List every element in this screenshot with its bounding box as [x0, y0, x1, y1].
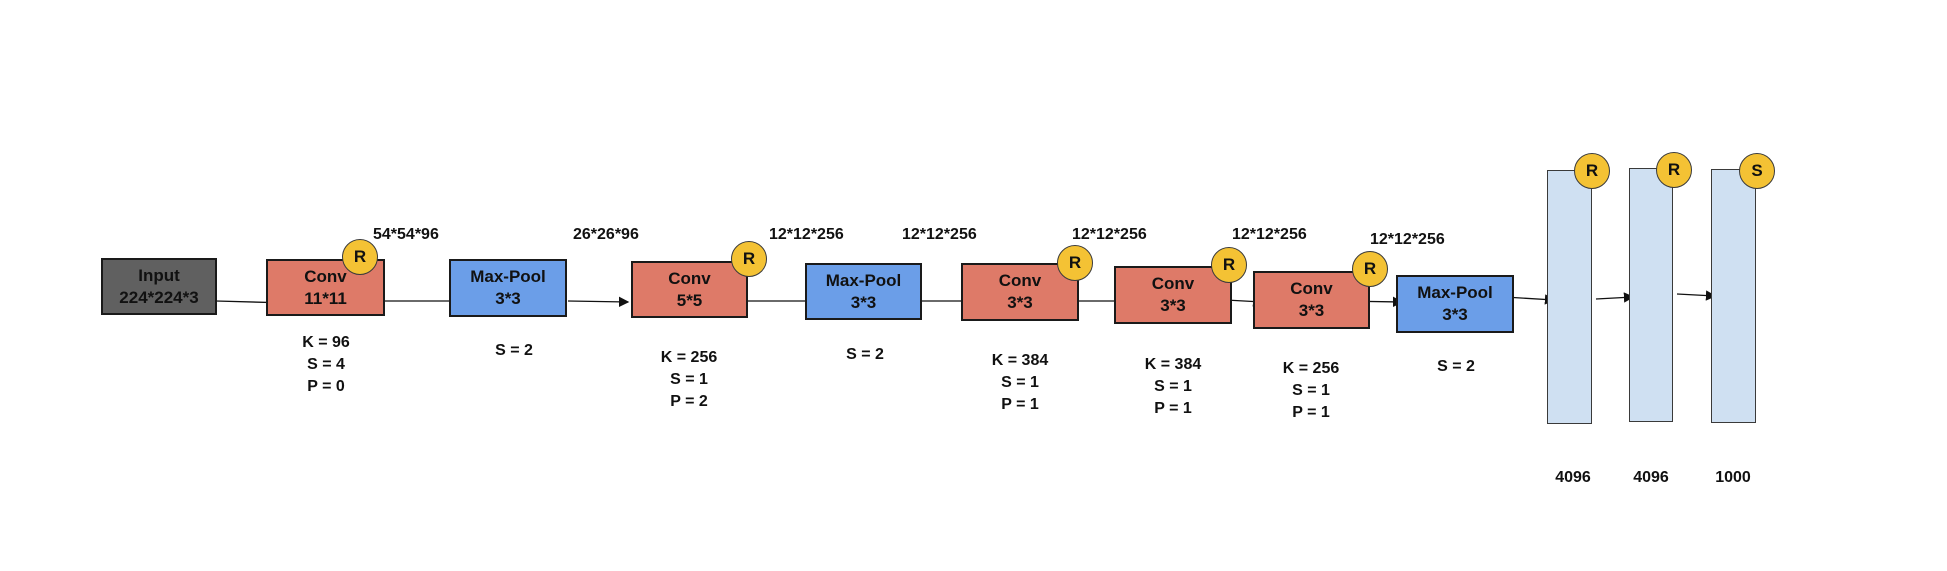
output-size-4: 12*12*256 [902, 226, 977, 243]
param-s: S = 2 [1437, 358, 1475, 375]
fc-layer-3 [1711, 169, 1756, 423]
params-2: S = 2 [474, 340, 554, 362]
pool-block-1: Max-Pool 3*3 [449, 259, 567, 317]
relu-badge-4: R [1211, 247, 1247, 283]
conv-title: Conv [304, 266, 347, 286]
params-1: K = 96 S = 4 P = 0 [286, 332, 366, 398]
pool-kernel: 3*3 [1442, 305, 1468, 324]
output-size-1: 54*54*96 [373, 226, 439, 243]
pool-title: Max-Pool [470, 267, 546, 286]
param-k: K = 384 [1144, 356, 1202, 373]
param-s: S = 2 [495, 342, 533, 359]
params-6: K = 384 S = 1 P = 1 [1133, 354, 1213, 420]
output-size-5: 12*12*256 [1072, 226, 1147, 243]
params-4: S = 2 [825, 344, 905, 366]
fc-units-3: 1000 [1715, 469, 1751, 486]
relu-badge-fc1: R [1574, 153, 1610, 189]
conv-kernel: 3*3 [1007, 293, 1033, 312]
conv-block-2: Conv 5*5 [631, 261, 748, 318]
conv-kernel: 11*11 [304, 288, 347, 308]
output-size-3: 12*12*256 [769, 226, 844, 243]
conv-block-4: Conv 3*3 [1114, 266, 1232, 324]
output-size-6: 12*12*256 [1232, 226, 1307, 243]
arrow-fc2-fc3 [1676, 290, 1717, 301]
conv-title: Conv [1151, 274, 1195, 293]
param-s: S = 4 [307, 356, 345, 373]
param-s: S = 1 [670, 371, 708, 388]
output-size-2: 26*26*96 [573, 226, 639, 243]
pool-kernel: 3*3 [850, 292, 877, 312]
params-5: K = 384 S = 1 P = 1 [980, 350, 1060, 416]
conv-title: Conv [668, 268, 711, 288]
input-block: Input 224*224*3 [101, 258, 217, 315]
relu-badge-3: R [1057, 245, 1093, 281]
param-k: K = 384 [991, 352, 1049, 369]
relu-badge-1: R [342, 239, 378, 275]
param-k: K = 256 [1282, 360, 1340, 377]
arrow-pool1-conv2 [567, 296, 630, 308]
fc-units-2: 4096 [1633, 469, 1669, 486]
relu-badge-fc2: R [1656, 152, 1692, 188]
params-8: S = 2 [1416, 356, 1496, 378]
param-s: S = 1 [1154, 378, 1192, 395]
conv-kernel: 5*5 [676, 290, 703, 310]
pool-kernel: 3*3 [495, 289, 521, 308]
param-k: K = 256 [660, 349, 718, 366]
params-7: K = 256 S = 1 P = 1 [1271, 358, 1351, 424]
pool-title: Max-Pool [825, 270, 902, 290]
conv-block-5: Conv 3*3 [1253, 271, 1370, 329]
param-p: P = 0 [307, 378, 345, 395]
param-s: S = 2 [846, 346, 884, 363]
output-size-7: 12*12*256 [1370, 231, 1445, 248]
fc-layer-2 [1629, 168, 1673, 422]
relu-badge-5: R [1352, 251, 1388, 287]
fc-layer-1 [1547, 170, 1592, 424]
param-p: P = 1 [1154, 400, 1192, 417]
param-s: S = 1 [1001, 374, 1039, 391]
fc-units-1: 4096 [1555, 469, 1591, 486]
pool-title: Max-Pool [1417, 283, 1493, 302]
arrow-fc1-fc2 [1595, 292, 1635, 303]
conv-title: Conv [998, 271, 1042, 290]
param-s: S = 1 [1292, 382, 1330, 399]
param-p: P = 1 [1292, 404, 1330, 421]
input-title: Input [138, 265, 180, 285]
conv-block-3: Conv 3*3 [961, 263, 1079, 321]
input-size: 224*224*3 [119, 287, 199, 307]
param-p: P = 1 [1001, 396, 1039, 413]
softmax-badge: S [1739, 153, 1775, 189]
param-k: K = 96 [302, 334, 350, 351]
pool-block-2: Max-Pool 3*3 [805, 263, 922, 320]
param-p: P = 2 [670, 393, 708, 410]
relu-badge-2: R [731, 241, 767, 277]
conv-kernel: 3*3 [1160, 296, 1186, 315]
pool-block-3: Max-Pool 3*3 [1396, 275, 1514, 333]
params-3: K = 256 S = 1 P = 2 [649, 347, 729, 413]
conv-title: Conv [1290, 279, 1333, 298]
conv-kernel: 3*3 [1298, 301, 1325, 320]
